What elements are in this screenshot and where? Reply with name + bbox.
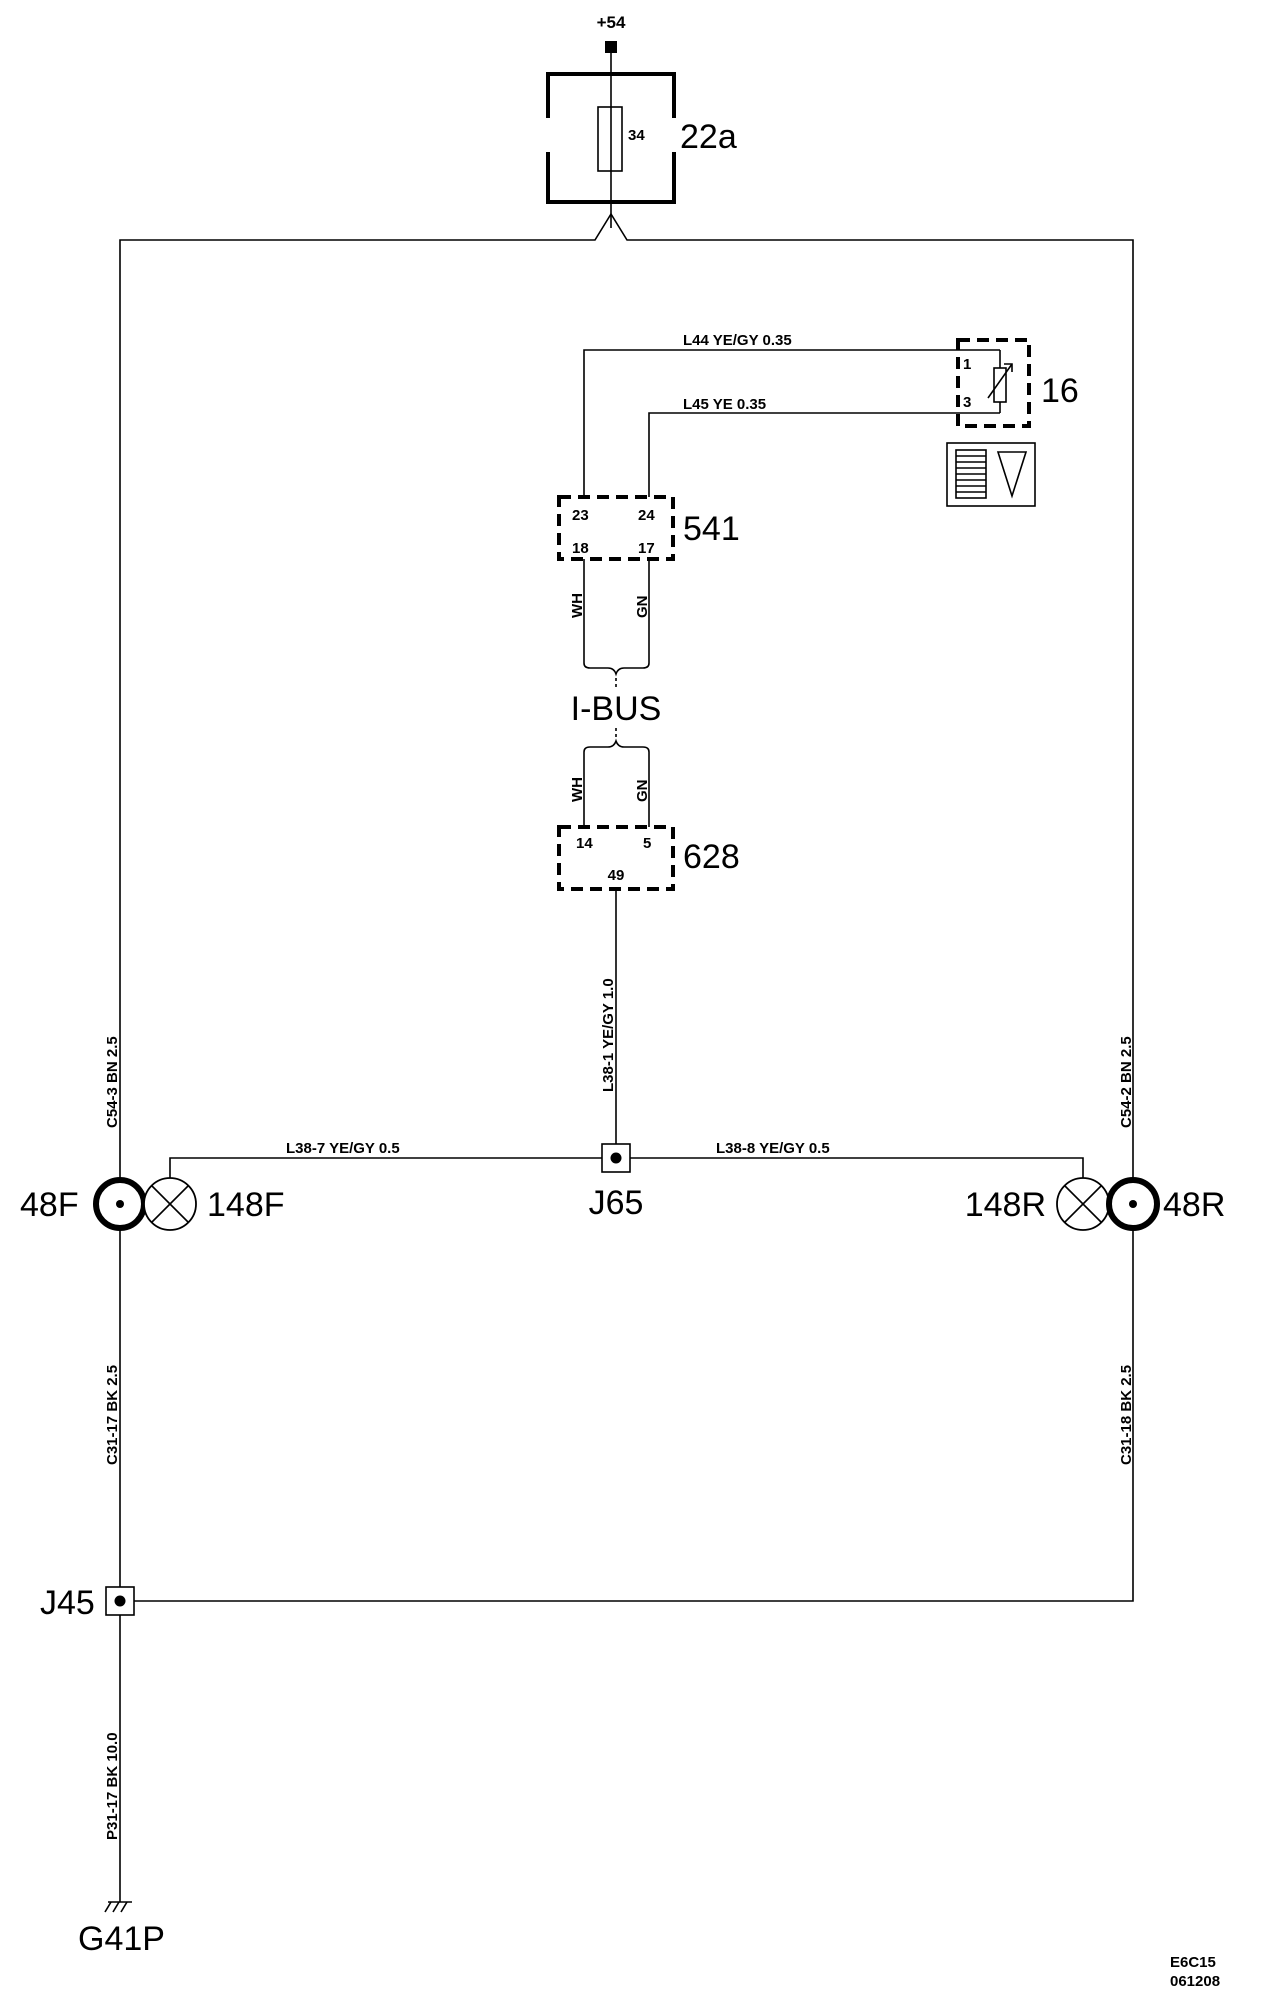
c54-3-label: C54-3 BN 2.5 — [104, 1036, 121, 1128]
fuse-pin-label: 34 — [628, 127, 645, 144]
fuel-gauge-icon — [946, 442, 1036, 507]
module-541-pin17: 17 — [638, 540, 655, 557]
148r-label: 148R — [965, 1186, 1046, 1224]
component-16-pin1: 1 — [963, 356, 971, 373]
j45-label: J45 — [40, 1584, 95, 1622]
c31-18-label: C31-18 BK 2.5 — [1118, 1365, 1135, 1465]
module-628-label: 628 — [683, 838, 740, 876]
supply-terminal — [605, 41, 617, 53]
footer-code-2: 061208 — [1170, 1973, 1220, 1990]
g41p-label: G41P — [78, 1920, 165, 1958]
l38-1-label: L38-1 YE/GY 1.0 — [600, 978, 617, 1092]
c54-2-label: C54-2 BN 2.5 — [1118, 1036, 1135, 1128]
48f-label: 48F — [20, 1186, 79, 1224]
l38-7-wire — [169, 1157, 602, 1178]
main-loop-wire — [119, 212, 1134, 1602]
footer-code-1: E6C15 — [1170, 1954, 1216, 1971]
p31-17-label: P31-17 BK 10.0 — [104, 1732, 121, 1840]
fuse-element — [597, 106, 623, 172]
gn-lower-label: GN — [634, 780, 651, 803]
module-628-pin5: 5 — [643, 835, 651, 852]
component-16-label: 16 — [1041, 372, 1079, 410]
module-541-label: 541 — [683, 510, 740, 548]
lamp-148r-icon — [1056, 1177, 1110, 1231]
l44-label: L44 YE/GY 0.35 — [683, 332, 792, 349]
component-16-box — [956, 338, 1031, 428]
l44-wire — [583, 349, 955, 497]
c31-17-label: C31-17 BK 2.5 — [104, 1365, 121, 1465]
module-628-pin14: 14 — [576, 835, 593, 852]
module-541-box — [557, 495, 675, 561]
module-541-pin18: 18 — [572, 540, 589, 557]
module-628-pin49: 49 — [608, 867, 625, 884]
fuse-label: 22a — [680, 118, 737, 156]
l45-wire — [648, 412, 955, 497]
l45-label: L45 YE 0.35 — [683, 396, 766, 413]
wh-lower-label: WH — [569, 777, 586, 802]
148f-label: 148F — [207, 1186, 285, 1224]
bus-label: I-BUS — [571, 690, 662, 728]
fuse-box-22a — [544, 72, 678, 204]
ground-icon — [104, 1901, 132, 1913]
bus-brace-bottom — [583, 738, 650, 753]
gn-upper-label: GN — [634, 596, 651, 619]
component-16-pin3: 3 — [963, 394, 971, 411]
supply-label: +54 — [597, 13, 626, 32]
module-541-pin23: 23 — [572, 507, 589, 524]
l38-7-label: L38-7 YE/GY 0.5 — [286, 1140, 400, 1157]
lamp-148f-icon — [143, 1177, 197, 1231]
48r-label: 48R — [1163, 1186, 1225, 1224]
wh-upper-label: WH — [569, 593, 586, 618]
j65-label: J65 — [589, 1184, 644, 1222]
bus-brace-top — [583, 662, 650, 677]
variable-resistor-icon — [993, 367, 1007, 403]
l38-8-label: L38-8 YE/GY 0.5 — [716, 1140, 830, 1157]
module-541-pin24: 24 — [638, 507, 655, 524]
l38-8-wire — [630, 1157, 1084, 1178]
